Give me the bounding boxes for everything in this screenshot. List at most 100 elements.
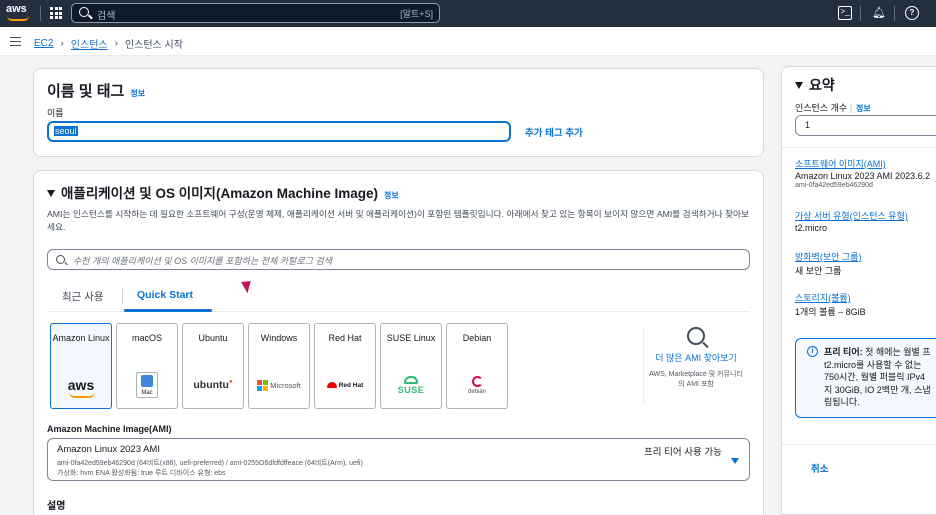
- search-placeholder: 수천 개의 애플리케이션 및 OS 이미지를 포함하는 전체 카탈로그 검색: [73, 256, 333, 266]
- ami-select[interactable]: Amazon Linux 2023 AMI ami-0fa42ed59eb462…: [47, 438, 750, 481]
- ami-select-meta: 가상화: hvm ENA 활성화됨: true 루트 디바이스 유형: ebs: [57, 470, 226, 477]
- firewall-value: 새 보안 그룹: [795, 266, 842, 276]
- os-card-red-hat[interactable]: Red Hat Red Hat: [314, 323, 376, 409]
- search-placeholder: 검색: [97, 11, 116, 22]
- os-card-label: Windows: [260, 333, 298, 343]
- divider: [782, 444, 936, 445]
- summary-storage: 스토리지(볼륨) 1개의 볼륨 – 8GiB: [795, 291, 936, 318]
- tab-quick-start[interactable]: Quick Start: [137, 289, 194, 301]
- search-icon: [687, 327, 705, 345]
- cloudshell-icon[interactable]: >_: [838, 6, 852, 20]
- summary-software-image: 소프트웨어 이미지(AMI) Amazon Linux 2023 AMI 202…: [795, 157, 936, 189]
- os-card-label: Amazon Linux: [52, 333, 110, 343]
- summary-firewall: 방화벽(보안 그룹) 새 보안 그룹: [795, 250, 936, 277]
- ami-tabs: 최근 사용 Quick Start: [47, 281, 750, 312]
- os-card-macos[interactable]: macOS Mac: [116, 323, 178, 409]
- chevron-right-icon: ›: [114, 38, 118, 49]
- search-shortcut-hint: [알트+S]: [400, 9, 433, 19]
- mac-logo-icon: Mac: [117, 372, 177, 398]
- name-input[interactable]: seoul: [47, 121, 511, 142]
- info-link[interactable]: 정보: [130, 89, 146, 98]
- os-card-label: Ubuntu: [198, 333, 228, 343]
- software-image-link[interactable]: 소프트웨어 이미지(AMI): [795, 159, 886, 169]
- os-card-windows[interactable]: Windows Microsoft: [248, 323, 310, 409]
- free-tier-text: 프리 티어: 첫 해에는 월별 프 t2.micro를 사용할 수 없는 750…: [824, 347, 931, 407]
- info-circle-icon: i: [807, 346, 818, 357]
- os-card-label: Debian: [462, 333, 492, 343]
- os-card-debian[interactable]: Debian debian: [446, 323, 508, 409]
- aws-logo-text: aws: [6, 3, 27, 15]
- storage-link[interactable]: 스토리지(볼륨): [795, 293, 851, 303]
- ami-field-label: Amazon Machine Image(AMI): [47, 424, 172, 434]
- summary-panel: 요약 인스턴스 개수 |정보 1 소프트웨어 이미지(AMI) Amazon L…: [781, 66, 936, 515]
- hamburger-menu-icon[interactable]: [10, 37, 21, 46]
- os-card-label: Red Hat: [328, 333, 362, 343]
- topbar-divider: [860, 6, 861, 21]
- name-input-value: seoul: [54, 126, 78, 136]
- panel-title[interactable]: 애플리케이션 및 OS 이미지(Amazon Machine Image)정보: [47, 182, 399, 202]
- top-navigation-bar: aws 검색 [알트+S] >_ 🔔︎ ?: [0, 0, 936, 27]
- debian-logo-icon: debian: [447, 372, 507, 398]
- storage-value: 1개의 볼륨 – 8GiB: [795, 307, 866, 317]
- os-card-label: SUSE Linux: [386, 333, 436, 343]
- free-tier-eligible-label: 프리 티어 사용 가능: [644, 447, 722, 458]
- breadcrumb: EC2 › 인스턴스 › 인스턴스 시작: [34, 36, 183, 51]
- summary-instance-type: 가상 서버 유형(인스턴스 유형) t2.micro: [795, 209, 936, 233]
- software-image-id: ami-0fa42ed59eb46290d: [795, 182, 873, 189]
- name-field-label: 이름: [47, 108, 64, 118]
- add-tag-link[interactable]: 추가 태그 추가: [525, 128, 583, 139]
- tab-recently-used[interactable]: 최근 사용: [62, 291, 104, 303]
- tab-divider: [122, 288, 123, 304]
- instance-count-label: 인스턴스 개수 |정보: [795, 103, 871, 113]
- ami-select-title: Amazon Linux 2023 AMI: [57, 444, 160, 455]
- active-tab-indicator: [124, 309, 212, 312]
- divider: [782, 147, 936, 148]
- global-search-input[interactable]: 검색 [알트+S]: [71, 3, 440, 23]
- notifications-bell-icon[interactable]: 🔔︎: [872, 7, 886, 19]
- instance-type-value: t2.micro: [795, 223, 828, 233]
- search-icon: [79, 7, 89, 17]
- microsoft-logo-icon: Microsoft: [249, 372, 309, 398]
- dropdown-arrow-icon: [731, 458, 739, 464]
- breadcrumb-bar: EC2 › 인스턴스 › 인스턴스 시작: [0, 27, 936, 56]
- topbar-divider: [894, 6, 895, 21]
- suse-logo-icon: SUSE: [381, 372, 441, 398]
- firewall-link[interactable]: 방화벽(보안 그룹): [795, 252, 862, 262]
- info-link[interactable]: 정보: [383, 191, 399, 200]
- browse-more-amis-link[interactable]: 더 많은 AMI 찾아보기: [655, 353, 737, 363]
- redhat-logo-icon: Red Hat: [315, 372, 375, 398]
- ami-description: AMI는 인스턴스를 시작하는 데 필요한 소프트웨어 구성(운영 체제, 애플…: [47, 209, 750, 232]
- os-card-label: macOS: [131, 333, 162, 343]
- breadcrumb-ec2[interactable]: EC2: [34, 38, 54, 49]
- caret-down-icon: [47, 190, 55, 197]
- search-icon: [56, 255, 65, 264]
- chevron-right-icon: ›: [60, 38, 64, 49]
- aws-logo-icon: aws: [67, 377, 96, 398]
- aws-logo[interactable]: aws: [6, 3, 32, 23]
- ami-select-ids: ami-0fa42ed59eb46290d (64비트(x86), uefi-p…: [57, 460, 363, 467]
- instance-count-input[interactable]: 1: [795, 115, 936, 136]
- help-icon[interactable]: ?: [905, 6, 919, 20]
- os-card-amazon-linux[interactable]: Amazon Linux aws: [50, 323, 112, 409]
- free-tier-alert: i 프리 티어: 첫 해에는 월별 프 t2.micro를 사용할 수 없는 7…: [795, 338, 936, 418]
- breadcrumb-instances[interactable]: 인스턴스: [70, 40, 108, 51]
- browse-more-amis-caption: AWS, Marketplace 및 커뮤니티의 AMI 포함: [649, 371, 743, 388]
- software-image-value: Amazon Linux 2023 AMI 2023.6.2: [795, 171, 931, 181]
- info-link[interactable]: 정보: [856, 104, 871, 113]
- ami-panel: 애플리케이션 및 OS 이미지(Amazon Machine Image)정보 …: [33, 170, 764, 515]
- ami-catalog-search-input[interactable]: 수천 개의 애플리케이션 및 OS 이미지를 포함하는 전체 카탈로그 검색: [47, 249, 750, 270]
- services-grid-icon[interactable]: [50, 7, 62, 19]
- caret-down-icon: [795, 82, 803, 89]
- os-card-ubuntu[interactable]: Ubuntu ubuntu: [182, 323, 244, 409]
- breadcrumb-launch-instance: 인스턴스 시작: [124, 40, 183, 51]
- browse-more-amis[interactable]: 더 많은 AMI 찾아보기 AWS, Marketplace 및 커뮤니티의 A…: [646, 327, 746, 390]
- os-card-suse-linux[interactable]: SUSE Linux SUSE: [380, 323, 442, 409]
- ubuntu-logo-icon: ubuntu: [183, 372, 243, 398]
- topbar-divider: [40, 6, 41, 21]
- instance-type-link[interactable]: 가상 서버 유형(인스턴스 유형): [795, 211, 908, 221]
- cancel-button[interactable]: 취소: [811, 464, 829, 475]
- panel-title[interactable]: 요약: [795, 75, 835, 95]
- divider: [643, 327, 644, 405]
